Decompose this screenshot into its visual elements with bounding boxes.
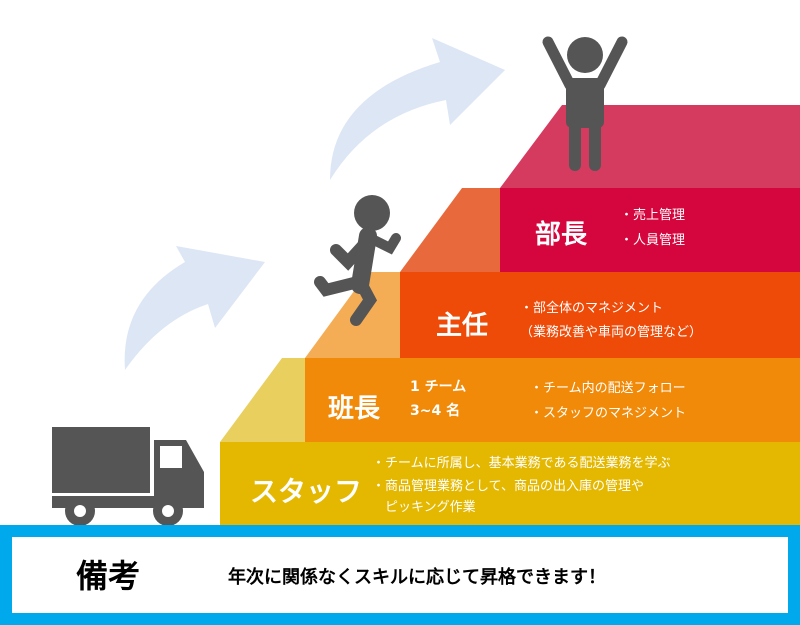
staff-item: ピッキング作業 [372, 500, 476, 515]
hancho-item: ・チーム内の配送フォロー [530, 381, 686, 396]
staff-item: ・商品管理業務として、商品の出入庫の管理や [372, 479, 644, 494]
bucho-item: ・売上管理 [620, 208, 686, 223]
note-box: 備考 年次に関係なくスキルに応じて昇格できます！ [12, 537, 788, 613]
shunin-item: （業務改善や車両の管理など） [520, 325, 703, 340]
up-arrow-icon [124, 246, 266, 370]
staff-step-top [220, 358, 305, 442]
truck-icon [52, 427, 204, 526]
shunin-step-top [400, 188, 500, 272]
running-person-icon [314, 195, 401, 326]
hancho-title: 班長 [328, 394, 381, 424]
bucho-item: ・人員管理 [620, 233, 686, 248]
note-text: 年次に関係なくスキルに応じて昇格できます！ [228, 567, 606, 588]
staff-step [220, 442, 800, 527]
hancho-step [305, 358, 800, 442]
shunin-item: ・部全体のマネジメント [520, 301, 664, 316]
staff-title: スタッフ [250, 475, 363, 508]
bucho-title: 部長 [535, 220, 588, 250]
hancho-team-size: 3~4 名 [410, 403, 461, 419]
hancho-team-size: 1 チーム [410, 379, 467, 395]
staff-item: ・チームに所属し、基本業務である配送業務を学ぶ [372, 456, 671, 471]
shunin-title: 主任 [436, 311, 489, 341]
note-label: 備考 [76, 557, 141, 595]
bucho-step-top [500, 105, 800, 188]
up-arrow-icon [330, 38, 505, 180]
cheering-person-icon [542, 36, 628, 171]
shunin-step [400, 272, 800, 358]
hancho-item: ・スタッフのマネジメント [530, 406, 687, 421]
bucho-step [500, 188, 800, 272]
